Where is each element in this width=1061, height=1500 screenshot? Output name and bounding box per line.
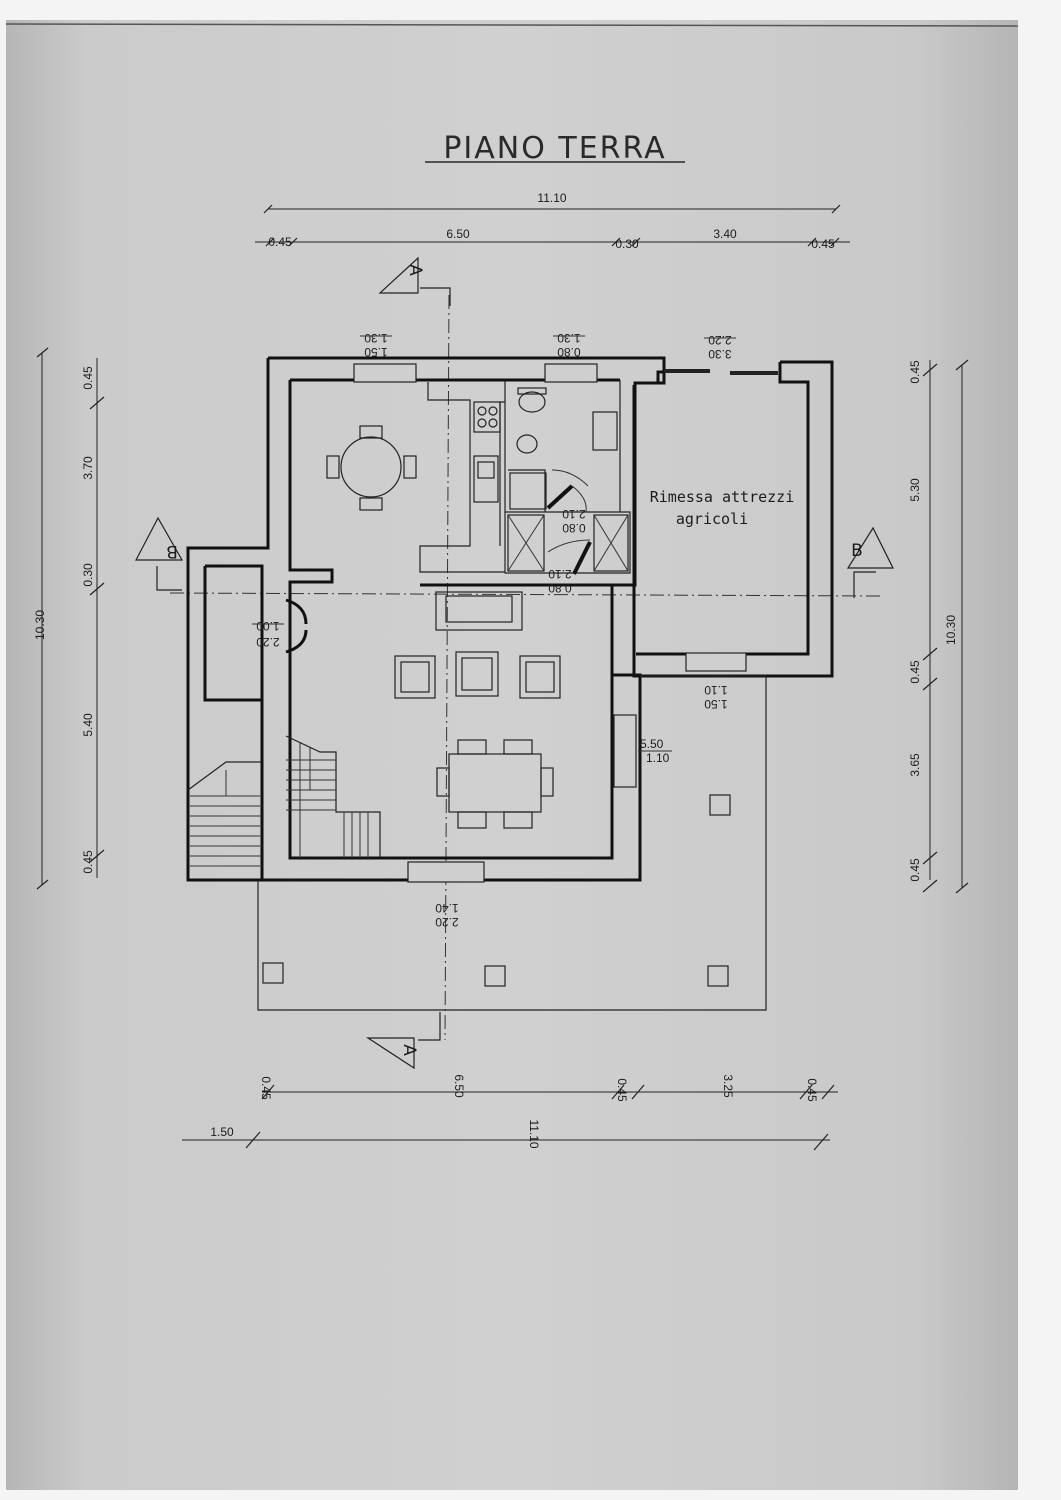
dim-left-overall: 10.30 [33, 610, 47, 640]
dim-right-top: 0.45 [908, 360, 922, 384]
room-label-storage-2: agricoli [676, 510, 748, 528]
right-dimensions: 0.45 5.30 0.45 3.65 0.45 10.30 [908, 359, 969, 894]
armchair [394, 655, 436, 699]
dim-top-main: 6.50 [446, 227, 470, 241]
dim-bottom-mid: 0.45 [615, 1078, 629, 1102]
dim-right-room: 5.30 [908, 478, 922, 502]
window-4 [685, 652, 747, 672]
dim-top-left-margin: 0.45 [268, 235, 292, 249]
section-lines: A A B B [135, 256, 894, 1070]
section-a-bottom-label: A [399, 1044, 419, 1056]
dim-top-overall: 11.10 [537, 191, 566, 205]
dim-right-lower: 3.65 [908, 753, 922, 777]
svg-text:2.20: 2.20 [256, 635, 280, 649]
armchair [455, 651, 499, 697]
dim-bottom-extension: 1.50 [210, 1125, 234, 1139]
top-dimensions: 11.10 0.45 6.50 0.30 3.40 0.45 [255, 191, 850, 251]
furniture [187, 387, 731, 987]
svg-text:0.80: 0.80 [548, 581, 572, 595]
svg-text:1.10: 1.10 [646, 751, 670, 765]
svg-text:1.30: 1.30 [364, 331, 388, 345]
room-label-storage: Rimessa attrezzi [650, 488, 795, 506]
svg-text:1.50: 1.50 [704, 697, 728, 711]
window-1 [353, 363, 417, 383]
svg-text:2.20: 2.20 [435, 915, 459, 929]
svg-text:2.10: 2.10 [548, 567, 572, 581]
section-b-left-label: B [166, 541, 178, 561]
plan-title: PIANO TERRA [443, 131, 666, 166]
svg-text:1.40: 1.40 [435, 901, 459, 915]
svg-text:0.80: 0.80 [557, 345, 581, 359]
dim-bottom-left-margin: 0.45 [259, 1076, 273, 1100]
svg-text:5.50: 5.50 [640, 737, 664, 751]
dim-top-right-room: 3.40 [713, 227, 737, 241]
dim-bottom-right-margin: 0.45 [805, 1078, 819, 1102]
pillar [709, 794, 731, 816]
pillar [262, 962, 284, 984]
section-b-right-label: B [851, 541, 863, 561]
dim-bottom-main: 6.50 [452, 1074, 466, 1098]
svg-text:2.10: 2.10 [562, 507, 586, 521]
chair [326, 455, 340, 479]
pillar [707, 965, 729, 987]
svg-text:0.80: 0.80 [562, 521, 586, 535]
bidet [516, 434, 538, 454]
chair [403, 455, 417, 479]
dim-left-bottom: 0.45 [81, 850, 95, 874]
openings [285, 363, 778, 883]
sink [473, 455, 499, 503]
washbasin [592, 411, 618, 451]
stove [473, 401, 501, 433]
chair [359, 425, 383, 439]
window-2 [544, 363, 598, 383]
dim-left-top: 0.45 [81, 366, 95, 390]
left-dimensions: 10.30 0.45 3.70 0.30 5.40 0.45 [33, 347, 105, 890]
svg-text:3.30: 3.30 [708, 347, 732, 361]
svg-text:1.00: 1.00 [256, 619, 280, 633]
dim-bottom-right: 3.25 [721, 1074, 735, 1098]
round-table [340, 436, 402, 498]
window-5 [613, 714, 637, 788]
svg-text:2.20: 2.20 [708, 333, 732, 347]
dim-right-mid: 0.45 [908, 660, 922, 684]
pillar [484, 965, 506, 987]
dim-right-overall: 10.30 [944, 615, 958, 645]
dim-left-mid: 0.30 [81, 563, 95, 587]
building-walls [186, 356, 834, 1011]
opening-tags: 1.30 1.50 1.30 0.80 2.20 3.30 2.10 0.80 … [252, 331, 736, 929]
sofa [435, 591, 523, 631]
dim-top-mid: 0.30 [615, 237, 639, 251]
toilet [518, 391, 546, 413]
armchair [519, 655, 561, 699]
dim-right-bottom: 0.45 [908, 858, 922, 882]
dim-left-3: 3.70 [81, 456, 95, 480]
svg-text:1.10: 1.10 [704, 683, 728, 697]
paper-sheet [6, 20, 1018, 1490]
shower [509, 472, 547, 510]
window-6 [407, 861, 485, 883]
svg-text:1.50: 1.50 [364, 345, 388, 359]
dim-bottom-overall: 11.10 [527, 1119, 541, 1148]
chair [359, 497, 383, 511]
bottom-dimensions: 0.45 6.50 0.45 3.25 0.45 1.50 11.10 [182, 1074, 838, 1151]
section-a-top-label: A [405, 264, 425, 276]
svg-text:1.30: 1.30 [557, 331, 581, 345]
dim-left-5: 5.40 [81, 713, 95, 737]
dim-top-right-margin: 0.45 [811, 237, 835, 251]
